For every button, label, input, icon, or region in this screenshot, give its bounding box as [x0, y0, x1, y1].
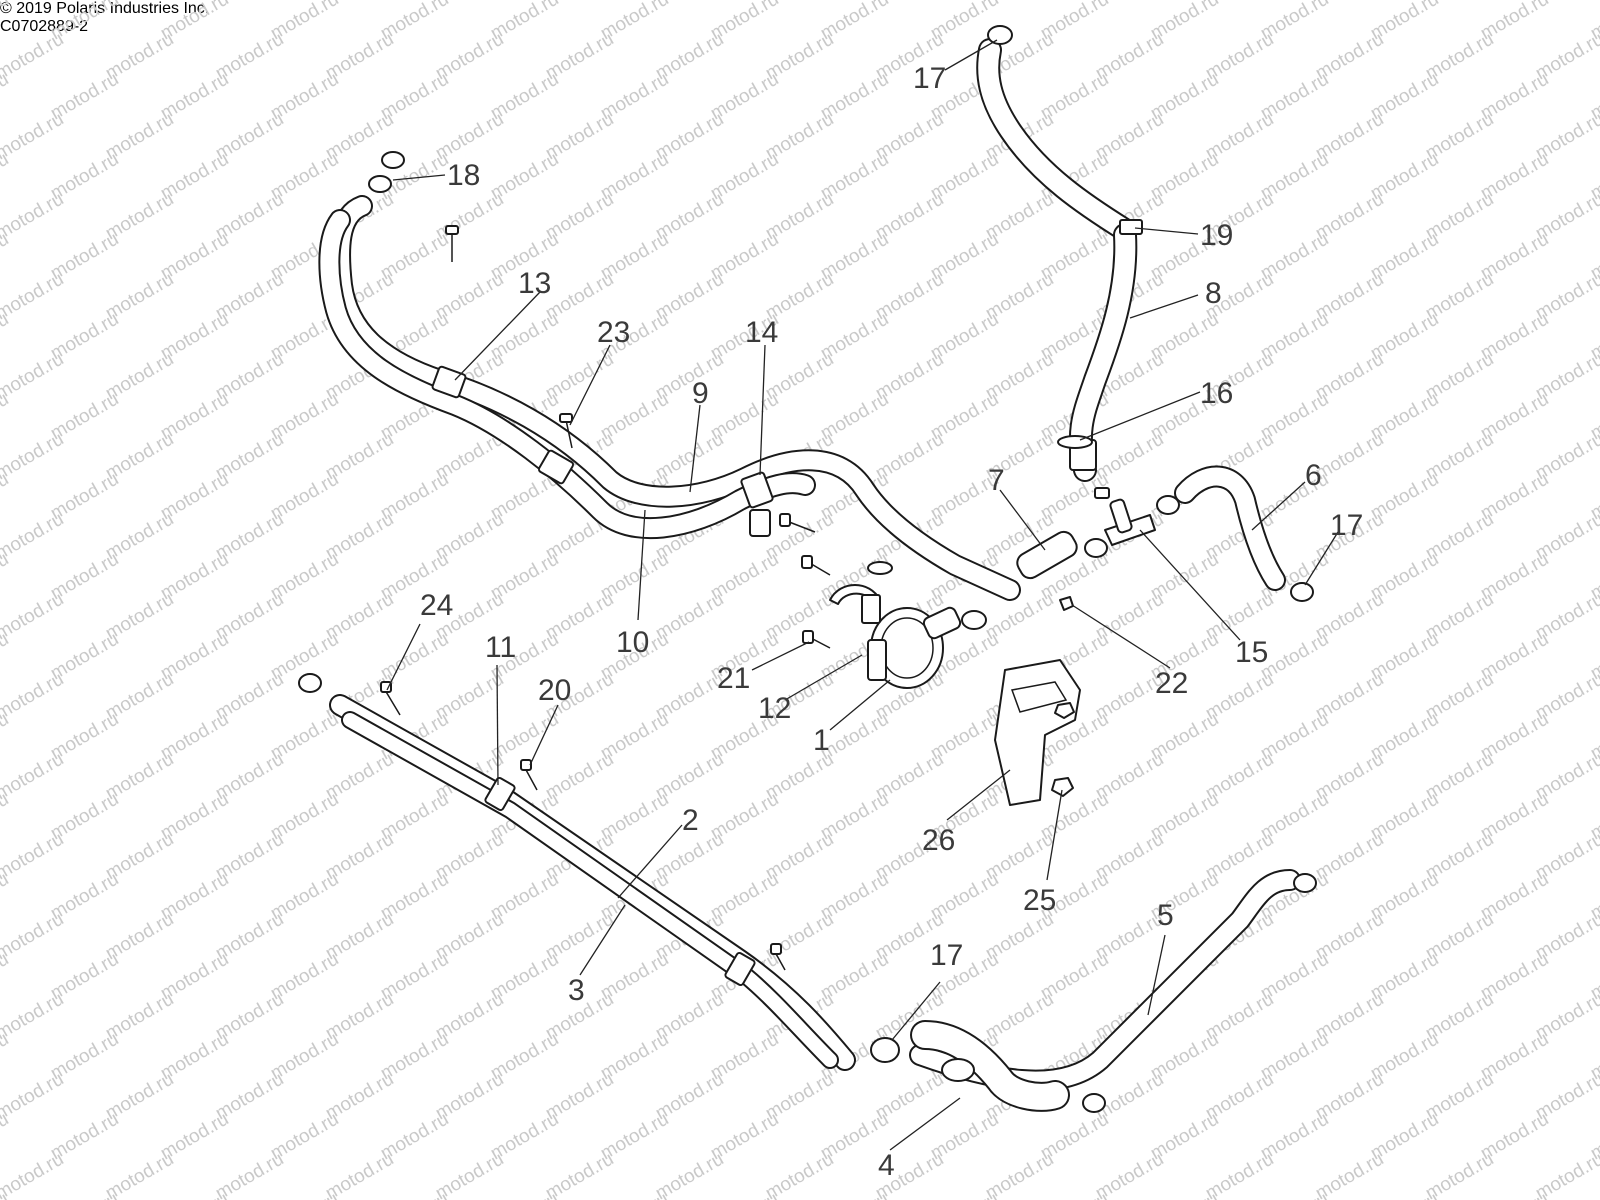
watermark-text: motod.ru	[0, 1149, 67, 1200]
watermark-text: motod.ru	[0, 189, 67, 245]
callout-12: 12	[758, 692, 791, 725]
callout-23: 23	[597, 316, 630, 349]
watermark-text: motod.ru	[0, 1069, 67, 1125]
copyright-notice: © 2019 Polaris Industries Inc.	[0, 0, 210, 17]
callout-9: 9	[692, 377, 709, 410]
watermark-text: motod.ru	[0, 749, 67, 805]
callout-13: 13	[518, 267, 551, 300]
watermark-text: motod.ru	[0, 29, 67, 85]
callout-26: 26	[922, 824, 955, 857]
watermark-text: motod.ru	[0, 429, 67, 485]
watermark-text: motod.ru	[1257, 1189, 1332, 1200]
leader-lines	[386, 39, 1339, 1151]
watermark-text: motod.ru	[47, 1189, 122, 1200]
callout-22: 22	[1155, 667, 1188, 700]
callout-24: 24	[420, 589, 453, 622]
watermark-text: motod.ru	[927, 1189, 1002, 1200]
parts	[298, 25, 1317, 1113]
callout-4: 4	[878, 1149, 895, 1182]
watermark-text: motod.ru	[377, 1189, 452, 1200]
watermark-text: motod.ru	[0, 349, 67, 405]
callout-8: 8	[1205, 277, 1222, 310]
watermark-text: motod.ru	[597, 1189, 672, 1200]
callout-10: 10	[616, 626, 649, 659]
callout-18: 18	[447, 159, 480, 192]
callout-15: 15	[1235, 636, 1268, 669]
callout-21: 21	[717, 662, 750, 695]
figure-code: C0702889-2	[0, 18, 89, 35]
watermark-text: motod.ru	[0, 989, 67, 1045]
callout-19: 19	[1200, 219, 1233, 252]
watermark-text: motod.ru	[0, 829, 67, 885]
watermark-text: motod.ru	[487, 1189, 562, 1200]
watermark-text: motod.ru	[817, 1189, 892, 1200]
hose-clamps	[431, 219, 1143, 987]
watermark-text: motod.ru	[1147, 1189, 1222, 1200]
watermark-text: motod.ru	[0, 589, 67, 645]
callout-20: 20	[538, 674, 571, 707]
watermark-text: motod.ru	[267, 1189, 342, 1200]
callout-1: 1	[813, 724, 830, 757]
callout-14: 14	[745, 316, 778, 349]
watermark-text: motod.ru	[0, 0, 12, 44]
callout-6: 6	[1305, 459, 1322, 492]
watermark-text: motod.ru	[0, 509, 67, 565]
watermark-text: motod.ru	[707, 1189, 782, 1200]
watermark-text: motod.ru	[0, 109, 67, 165]
watermark-text: motod.ru	[1367, 1189, 1442, 1200]
callouts: 17 18 19 8 16 13 23 14 9 7 6 17 10 15 22…	[420, 62, 1363, 1182]
callout-17: 17	[913, 62, 946, 95]
callout-17: 17	[930, 939, 963, 972]
watermark-text: motod.ru	[1477, 1189, 1552, 1200]
callout-25: 25	[1023, 884, 1056, 917]
watermark-text: motod.ru	[0, 669, 67, 725]
watermark-text: motod.ru	[1037, 1189, 1112, 1200]
callout-5: 5	[1157, 899, 1174, 932]
watermark-text: motod.ru	[157, 1189, 232, 1200]
watermark-text: motod.ru	[1587, 1189, 1600, 1200]
callout-11: 11	[485, 631, 516, 664]
callout-2: 2	[682, 804, 699, 837]
watermark-text: motod.ru	[0, 269, 67, 325]
watermark-text: motod.ru	[0, 909, 67, 965]
callout-7: 7	[988, 464, 1005, 497]
callout-3: 3	[568, 974, 585, 1007]
callout-17: 17	[1330, 509, 1363, 542]
callout-16: 16	[1200, 377, 1233, 410]
bolts	[380, 225, 831, 971]
